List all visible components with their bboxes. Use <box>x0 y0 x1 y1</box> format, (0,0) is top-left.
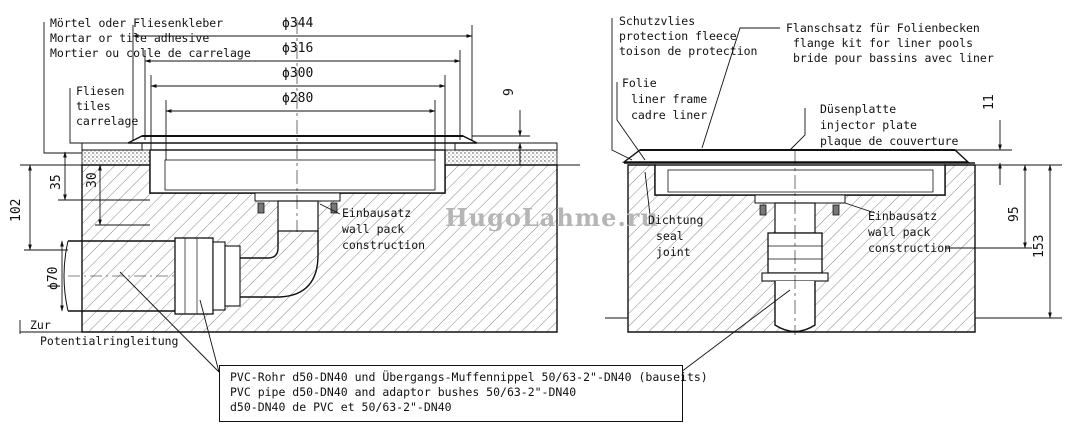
label-seal-fr: joint <box>656 245 691 259</box>
label-liner-de: Folie <box>622 76 657 90</box>
left-dim-lines <box>24 25 530 312</box>
left-pipe-elbow <box>240 231 319 298</box>
label-liner-fr: cadre liner <box>631 108 708 122</box>
dim-h11: 11 <box>982 94 997 110</box>
dim-h153: 153 <box>1032 234 1047 258</box>
dim-d280: ϕ280 <box>282 91 314 106</box>
right-dim-lines <box>945 120 1052 319</box>
label-wallpack-right-fr: construction <box>868 241 952 255</box>
label-injector-fr: plaque de couverture <box>820 134 959 148</box>
dim-h35: 35 <box>49 174 64 190</box>
label-mortar-de: Mörtel oder Fliesenkleber <box>50 16 224 30</box>
label-flange-fr: bride pour bassins avec liner <box>793 51 994 65</box>
label-flange-en: flange kit for liner pools <box>793 36 974 50</box>
dim-d70: ϕ70 <box>46 266 61 290</box>
label-tiles-de: Fliesen <box>76 84 125 98</box>
label-wallpack-right-de: Einbausatz <box>868 209 938 223</box>
label-liner-en: liner frame <box>631 92 708 106</box>
label-wallpack-right-en: wall pack <box>868 225 931 239</box>
label-tiles-fr: carrelage <box>76 114 139 128</box>
label-wallpack-left-fr: construction <box>342 238 426 252</box>
pvc-note-box: PVC-Rohr d50-DN40 und Übergangs-Muffenni… <box>219 365 708 422</box>
label-wallpack-left-en: wall pack <box>342 222 405 236</box>
left-leaders <box>19 22 341 334</box>
right-leaders <box>611 18 876 216</box>
left-fitting <box>174 237 214 315</box>
dim-d300: ϕ300 <box>282 66 314 81</box>
label-tiles-en: tiles <box>76 99 111 113</box>
watermark: HugoLahme.ru <box>445 203 659 232</box>
left-section <box>19 20 580 334</box>
label-pvc-de: PVC-Rohr d50-DN40 und Übergangs-Muffenni… <box>230 370 708 384</box>
pvc-leaders <box>119 271 791 373</box>
label-wallpack-left-de: Einbausatz <box>342 206 412 220</box>
left-mortar <box>81 149 151 166</box>
label-fleece-de: Schutzvlies <box>619 14 696 28</box>
label-seal-de: Dichtung <box>648 213 704 227</box>
dim-d316: ϕ316 <box>282 41 314 56</box>
dim-h102: 102 <box>9 198 24 222</box>
dim-h30: 30 <box>85 172 100 188</box>
left-pipe-horizontal <box>68 240 175 312</box>
label-pvc-fr: d50-DN40 de PVC et 50/63-2"-DN40 <box>230 400 452 414</box>
label-injector-de: Düsenplatte <box>820 102 897 116</box>
right-section <box>605 18 1062 335</box>
label-flange-de: Flanschsatz für Folienbecken <box>786 21 980 35</box>
label-pvc-en: PVC pipe d50-DN40 and adaptor bushes 50/… <box>230 385 577 399</box>
label-potential-1: Zur <box>30 318 51 332</box>
left-tile <box>81 142 143 151</box>
label-potential-2: Potentialringleitung <box>40 334 179 348</box>
right-cover-plate <box>621 149 970 163</box>
label-injector-en: injector plate <box>820 118 917 132</box>
dim-d344: ϕ344 <box>282 16 314 31</box>
label-mortar-fr: Mortier ou colle de carrelage <box>50 46 251 60</box>
label-fleece-fr: toison de protection <box>619 44 758 58</box>
label-fleece-en: protection fleece <box>619 29 737 43</box>
left-cover-plate <box>127 135 478 144</box>
label-seal-en: seal <box>656 229 684 243</box>
dim-h9: 9 <box>502 88 517 96</box>
label-mortar-en: Mortar or tile adhesive <box>50 31 210 45</box>
dim-h95: 95 <box>1007 206 1022 222</box>
